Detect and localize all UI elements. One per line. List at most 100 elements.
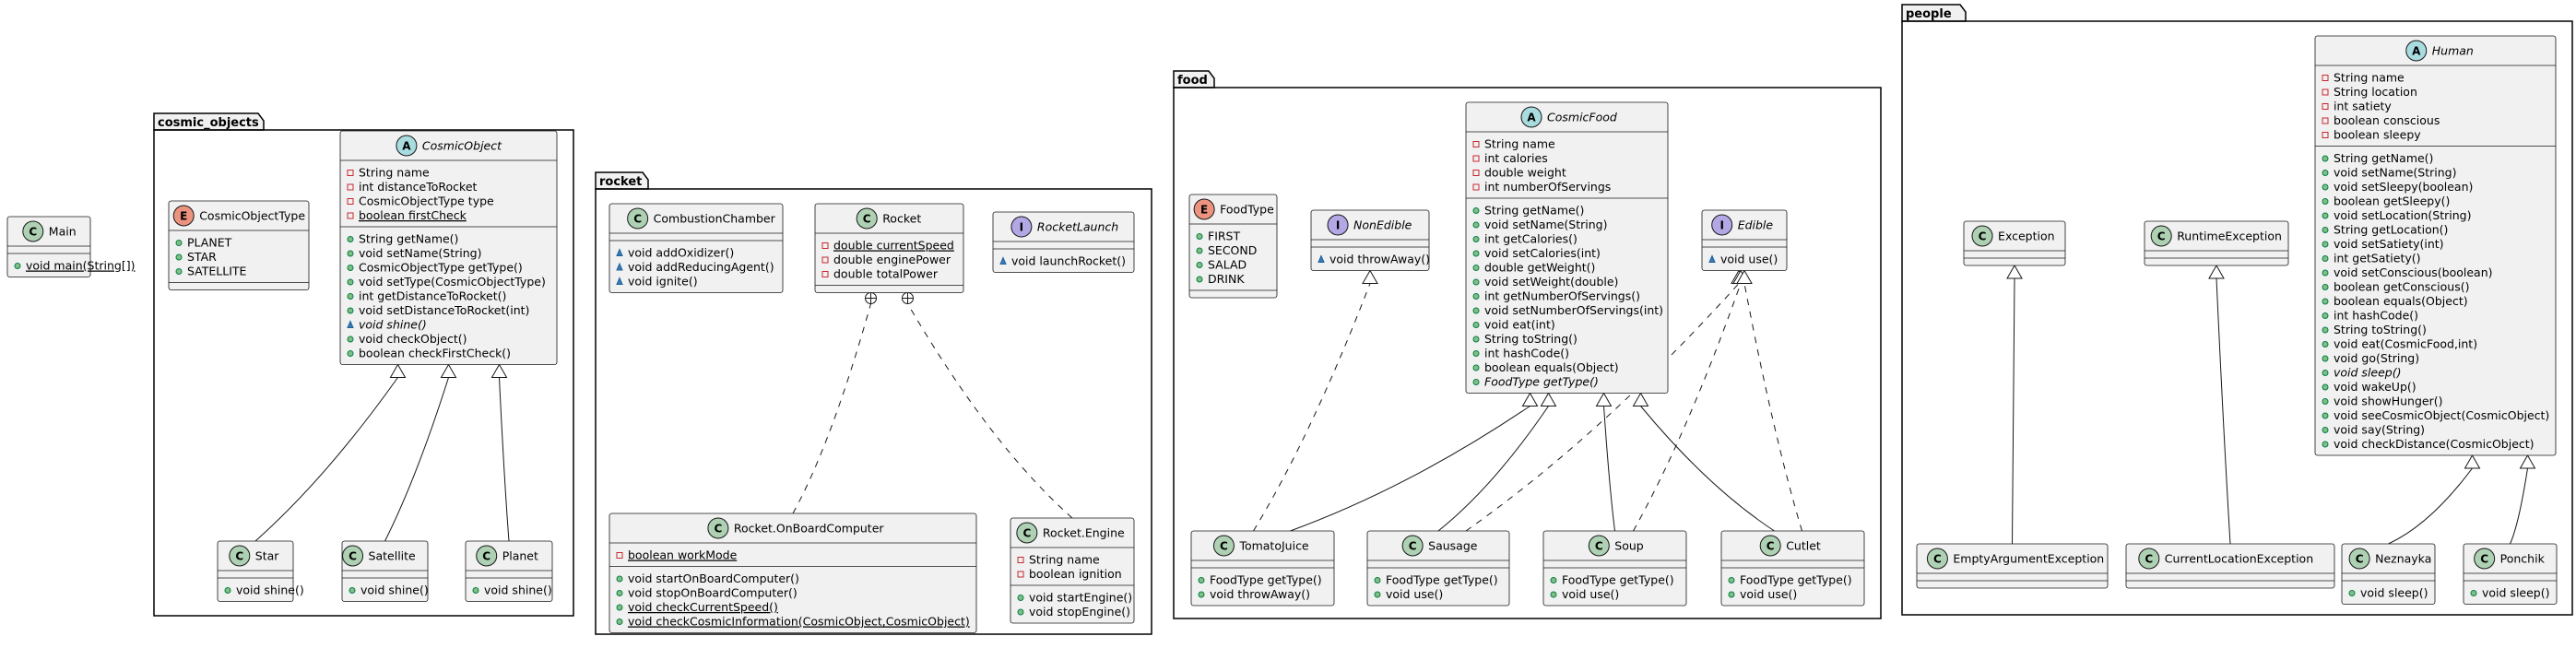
relation-extends — [1437, 392, 1557, 532]
class-box — [814, 203, 964, 293]
stereotype-a-icon — [396, 135, 418, 157]
relation-extends — [1290, 392, 1539, 532]
inheritance-arrowhead — [1736, 269, 1753, 284]
relation-nested — [792, 292, 877, 514]
stereotype-letter: C — [1022, 527, 1031, 540]
inheritance-arrowhead — [2519, 454, 2536, 469]
public-visibility-icon — [347, 350, 354, 357]
class-method: void throwAway() — [1210, 587, 1310, 601]
class-method: void setNumberOfServings(int) — [1484, 303, 1663, 317]
class-method: void startEngine() — [1029, 591, 1132, 605]
class-name: Sausage — [1428, 539, 1478, 553]
class-field: FIRST — [1208, 230, 1240, 243]
extends-edge — [384, 377, 449, 542]
class-method: boolean equals(Object) — [1484, 360, 1619, 374]
class-field: double currentSpeed — [833, 239, 954, 253]
class-method: void go(String) — [2334, 351, 2419, 365]
class-method: void setName(String) — [2334, 166, 2456, 180]
class-box — [609, 203, 784, 293]
package-visibility-icon — [347, 320, 354, 328]
public-visibility-icon — [2322, 355, 2329, 362]
class-name: Human — [2432, 44, 2474, 58]
public-visibility-icon — [1198, 577, 1205, 583]
package-frame — [1901, 20, 2573, 616]
public-visibility-icon — [2322, 269, 2329, 277]
class-name: Rocket.OnBoardComputer — [734, 522, 885, 536]
class-method: void setName(String) — [359, 246, 481, 260]
class-name: CombustionChamber — [654, 212, 776, 226]
stereotype-c-icon — [2474, 548, 2496, 570]
class-method: int hashCode() — [2334, 309, 2418, 323]
class-method: void shine() — [484, 583, 552, 597]
class-name: CosmicObject — [422, 139, 502, 153]
inheritance-arrowhead — [389, 363, 407, 378]
class-method: void sleep() — [2482, 586, 2549, 600]
class-method: void sleep() — [2360, 586, 2428, 600]
stereotype-letter: C — [1979, 230, 1987, 243]
inheritance-arrowhead — [2464, 454, 2481, 469]
public-visibility-icon — [1472, 236, 1480, 242]
class-name: Ponchik — [2500, 552, 2546, 566]
stereotype-c-icon — [1759, 535, 1781, 557]
public-visibility-icon — [1472, 350, 1480, 357]
public-visibility-icon — [2322, 212, 2329, 219]
public-visibility-icon — [347, 293, 354, 300]
package-food: food — [1173, 70, 1882, 619]
inheritance-arrowhead — [1540, 392, 1557, 406]
package-visibility-icon — [999, 256, 1007, 265]
private-visibility-icon — [2322, 117, 2329, 124]
package-visibility-icon — [1318, 254, 1325, 263]
stereotype-letter: A — [1527, 112, 1536, 124]
stereotype-letter: C — [863, 213, 871, 226]
stereotype-letter: I — [1336, 219, 1340, 232]
class-method: int getDistanceToRocket() — [359, 289, 506, 303]
public-visibility-icon — [347, 307, 354, 314]
class-name: Neznayka — [2375, 552, 2431, 566]
class-field: double weight — [1484, 166, 1566, 180]
package-frame — [1173, 87, 1882, 619]
public-visibility-icon — [1472, 322, 1480, 328]
implements-edge — [1253, 283, 1371, 532]
stereotype-letter: C — [1767, 540, 1775, 553]
class-field: int calories — [1484, 151, 1548, 165]
inheritance-arrowhead — [1521, 392, 1539, 406]
class-method: void sleep() — [2334, 366, 2401, 380]
class-field: boolean conscious — [2334, 113, 2440, 127]
class-name: Planet — [502, 549, 538, 563]
stereotype-c-icon — [1212, 535, 1235, 557]
public-visibility-icon — [14, 263, 21, 269]
stereotype-a-icon — [2405, 40, 2428, 62]
stereotype-letter: C — [714, 523, 722, 536]
stereotype-a-icon — [1520, 106, 1542, 128]
private-visibility-icon — [2322, 103, 2329, 110]
class-method: void shine() — [360, 583, 429, 597]
public-visibility-icon — [347, 336, 354, 343]
public-visibility-icon — [2322, 255, 2329, 262]
